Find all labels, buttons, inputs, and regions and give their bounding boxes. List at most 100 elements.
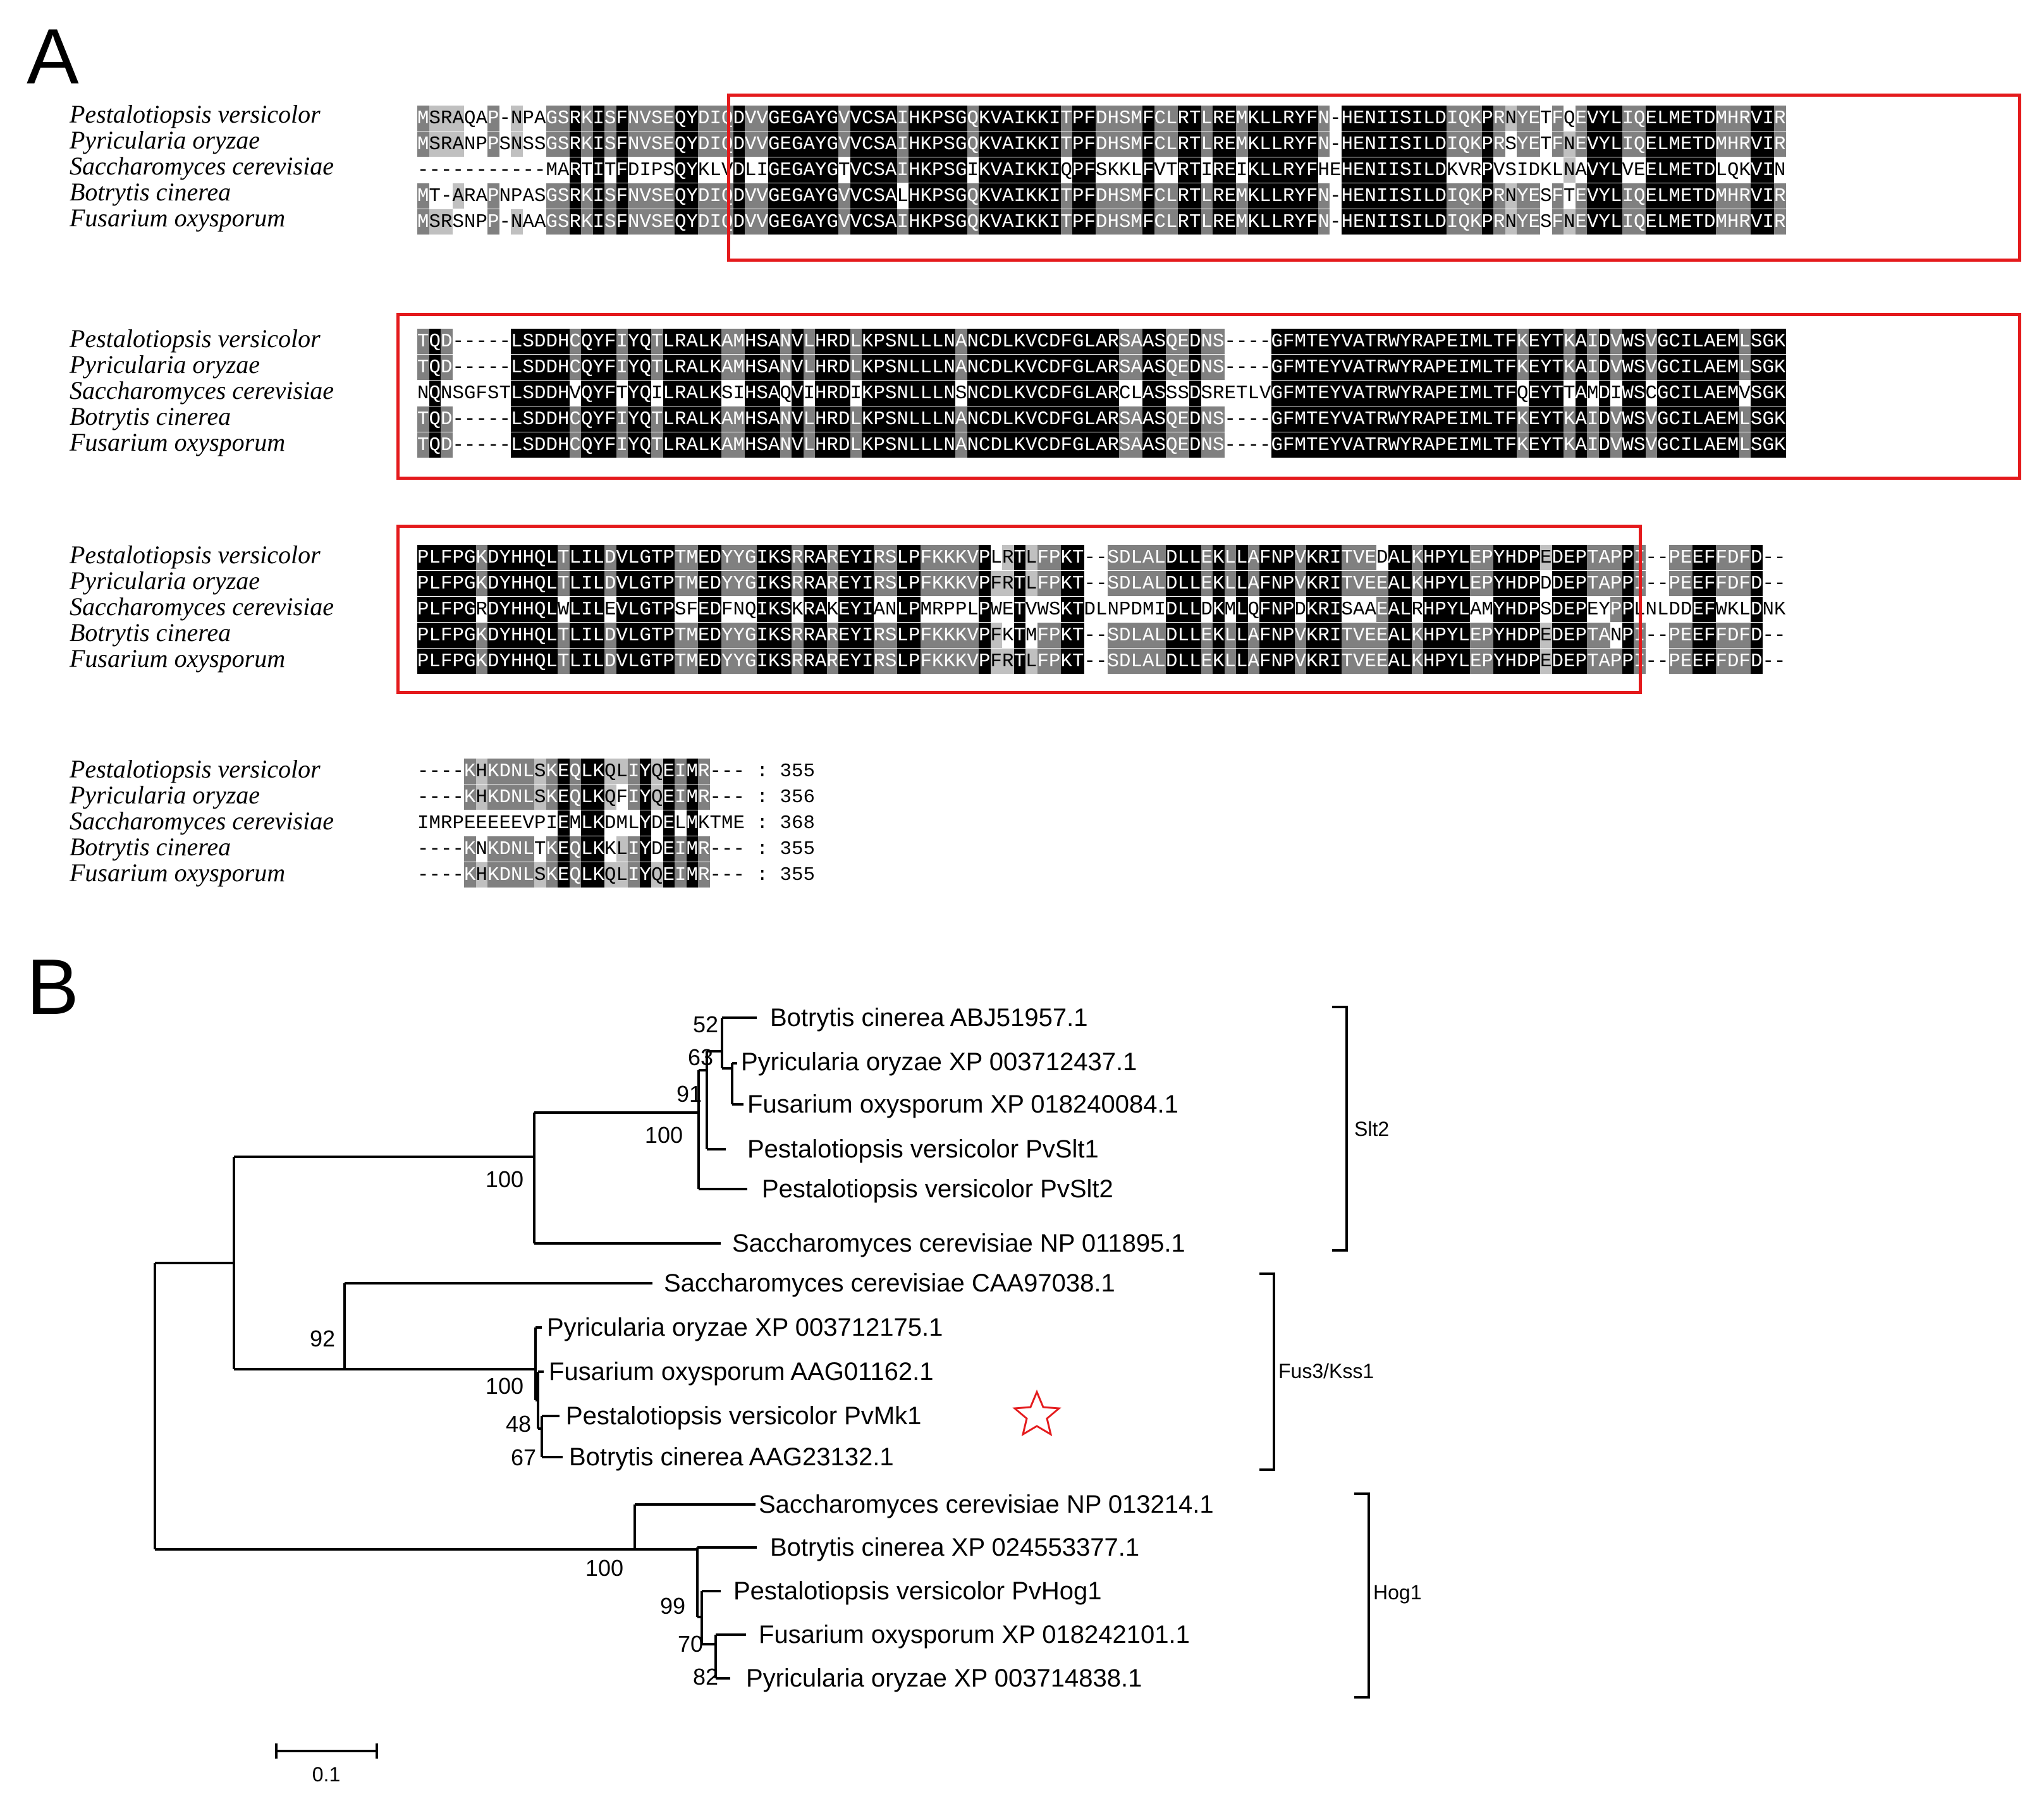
residue: T xyxy=(1072,597,1084,622)
residue: D xyxy=(651,810,663,836)
panel-a-label: A xyxy=(27,13,79,101)
residue: K xyxy=(1774,329,1786,354)
residue: - xyxy=(1774,545,1786,570)
residue: S xyxy=(873,157,885,183)
residue: A xyxy=(1353,329,1365,354)
residue: T xyxy=(1072,649,1084,674)
residue: M xyxy=(1224,597,1236,622)
residue: K xyxy=(1025,209,1037,235)
residue: N xyxy=(943,355,955,380)
residue: - xyxy=(429,836,441,862)
residue: P xyxy=(1668,649,1680,674)
residue: T xyxy=(616,381,628,406)
residue: N xyxy=(1107,597,1119,622)
residue: H xyxy=(522,545,534,570)
residue: K xyxy=(1306,623,1318,648)
taxon-label: Saccharomyces cerevisiae NP 013214.1 xyxy=(759,1491,1214,1518)
residue: - xyxy=(1224,329,1236,354)
residue: K xyxy=(1306,649,1318,674)
residue: V xyxy=(967,623,979,648)
residue: D xyxy=(1751,571,1763,596)
residue: K xyxy=(1564,432,1576,458)
residue: G xyxy=(546,131,558,157)
residue: W xyxy=(1388,355,1400,380)
residue: A xyxy=(955,432,967,458)
residue: S xyxy=(534,784,546,810)
residue: F xyxy=(1505,381,1517,406)
residue: R xyxy=(826,623,838,648)
residue: N xyxy=(1505,106,1517,131)
residue: E xyxy=(1224,157,1236,183)
residue: V xyxy=(990,157,1002,183)
residue: I xyxy=(1411,106,1423,131)
residue: V xyxy=(745,131,757,157)
residue: G xyxy=(745,571,757,596)
residue: K xyxy=(1213,649,1225,674)
residue: W xyxy=(558,597,570,622)
residue: G xyxy=(1072,381,1084,406)
residue: K xyxy=(1727,597,1739,622)
residue: P xyxy=(1528,623,1540,648)
residue: L xyxy=(1224,545,1236,570)
residue: S xyxy=(1341,597,1353,622)
residue: M xyxy=(1668,157,1680,183)
residue: D xyxy=(487,623,499,648)
residue: I xyxy=(1376,157,1388,183)
residue: L xyxy=(628,623,640,648)
residue: R xyxy=(1411,355,1423,380)
residue: E xyxy=(1715,329,1727,354)
residue: K xyxy=(1564,406,1576,432)
residue: Y xyxy=(733,545,745,570)
residue: K xyxy=(1411,571,1423,596)
residue: P xyxy=(909,545,921,570)
residue: K xyxy=(709,355,721,380)
residue: H xyxy=(1318,157,1330,183)
residue: P xyxy=(1481,623,1493,648)
residue: K xyxy=(1013,432,1025,458)
alignment-row: NQNSGFSTLSDDHVQYFTYQILRALKSIHSAQVIHRDIKP… xyxy=(417,381,1786,406)
residue: - xyxy=(464,157,476,183)
residue: H xyxy=(1341,106,1353,131)
residue: D xyxy=(838,355,850,380)
residue: L xyxy=(1657,106,1669,131)
residue: P xyxy=(932,183,944,209)
residue: D xyxy=(733,183,745,209)
residue: T xyxy=(675,571,687,596)
residue: L xyxy=(581,862,593,888)
residue: M xyxy=(1470,432,1482,458)
residue: L xyxy=(1166,106,1178,131)
residue: S xyxy=(1751,406,1763,432)
residue: M xyxy=(1715,209,1727,235)
alignment-row: TQD-----LSDDHCQYFIYQTLRALKAMHSANVLHRDLKP… xyxy=(417,329,1786,355)
residue: A xyxy=(522,183,534,209)
residue: Y xyxy=(1598,597,1610,622)
taxon-label: Botrytis cinerea ABJ51957.1 xyxy=(770,1004,1088,1032)
residue: P xyxy=(1528,597,1540,622)
residue: K xyxy=(1013,406,1025,432)
residue: Y xyxy=(639,759,651,784)
residue: - xyxy=(499,209,511,235)
residue: N xyxy=(943,432,955,458)
residue: M xyxy=(1727,406,1739,432)
residue: D xyxy=(1049,355,1061,380)
residue: M xyxy=(1470,329,1482,354)
residue: D xyxy=(1551,597,1564,622)
residue: E xyxy=(1645,183,1657,209)
residue: D xyxy=(1189,329,1201,354)
residue: H xyxy=(475,862,487,888)
residue: T xyxy=(417,355,429,380)
residue: K xyxy=(1517,406,1529,432)
residue: D xyxy=(441,406,453,432)
residue: C xyxy=(1037,381,1049,406)
residue: - xyxy=(709,836,721,862)
residue: L xyxy=(616,759,628,784)
residue: R xyxy=(1774,131,1786,157)
kinase-domain-box-3 xyxy=(396,525,1642,694)
alignment-block-1-sequences: MSRAQAP-NPAGSRKISFNVSEQYDIQDVVGEGAYGVVCS… xyxy=(417,106,1786,235)
residue: H xyxy=(745,329,757,354)
residue: - xyxy=(417,759,429,784)
residue: F xyxy=(1283,329,1295,354)
residue: Y xyxy=(686,209,698,235)
residue: D xyxy=(1727,649,1739,674)
residue: V xyxy=(616,597,628,622)
